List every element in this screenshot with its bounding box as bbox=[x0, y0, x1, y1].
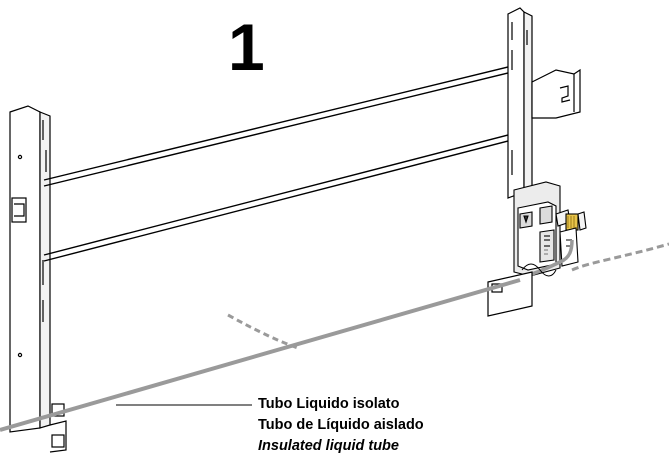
lower-rod bbox=[43, 133, 513, 262]
callout-label-italian: Tubo Liquido isolato bbox=[258, 396, 400, 412]
valve-assembly bbox=[513, 181, 587, 277]
callout-label-english: Insulated liquid tube bbox=[258, 438, 399, 454]
dashed-tube-hidden-left bbox=[227, 313, 299, 350]
right-top-bracket bbox=[531, 68, 581, 119]
right-rail bbox=[507, 7, 533, 199]
step-number: 1 bbox=[228, 10, 265, 84]
tube-into-valve bbox=[519, 239, 574, 280]
insulated-liquid-tube bbox=[0, 278, 521, 432]
dashed-tube-right bbox=[571, 242, 669, 272]
right-bottom-plate bbox=[487, 271, 533, 317]
tube-callout: Tubo Liquido isolato Tubo de Líquido ais… bbox=[258, 394, 424, 457]
callout-label-spanish: Tubo de Líquido aislado bbox=[258, 417, 424, 433]
left-rail bbox=[9, 105, 67, 453]
tube-wiggle bbox=[521, 263, 557, 277]
upper-rod bbox=[43, 65, 513, 187]
